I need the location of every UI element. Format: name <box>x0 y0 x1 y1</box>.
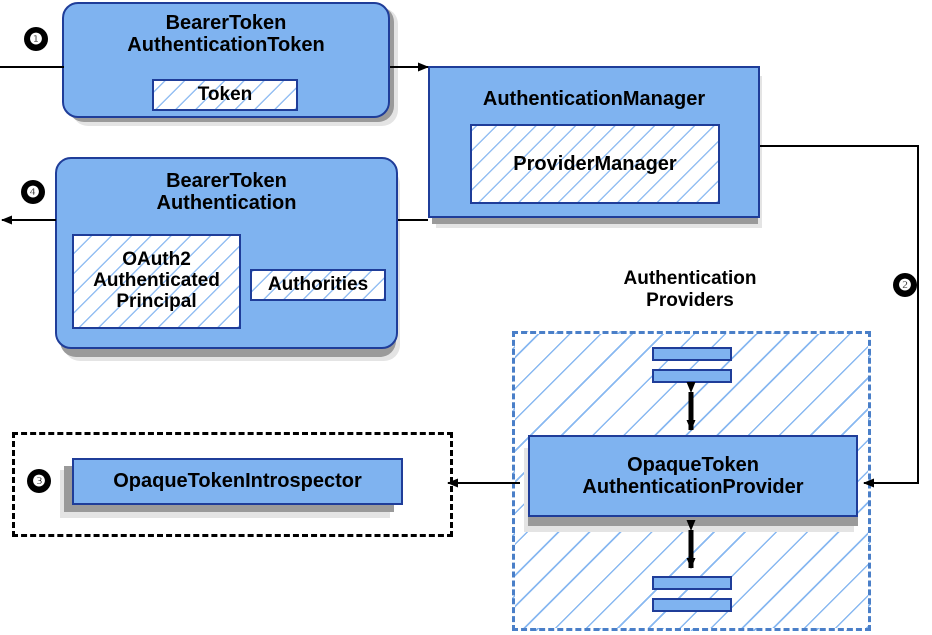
inner-oauth2-authenticated-principal: OAuth2 Authenticated Principal <box>72 234 241 329</box>
node-opaque-token-authentication-provider[interactable]: OpaqueToken AuthenticationProvider <box>528 435 858 517</box>
opaque-token-introspector-title: OpaqueTokenIntrospector <box>113 470 362 493</box>
inner-authorities-label: Authorities <box>267 273 369 295</box>
opaque-token-authentication-provider-line1: OpaqueToken <box>627 453 759 476</box>
inner-provider-manager: ProviderManager <box>470 124 720 204</box>
authentication-manager-title: AuthenticationManager <box>482 88 706 110</box>
step-marker-4: ❹ <box>21 180 45 204</box>
bearer-token-authentication-token-line1: BearerToken <box>165 12 287 34</box>
bearer-token-authentication-line1: BearerToken <box>166 170 287 192</box>
step-marker-2: ❷ <box>893 273 917 297</box>
inner-authorities: Authorities <box>250 269 386 301</box>
inner-principal-line1: OAuth2 <box>122 249 191 271</box>
opaque-token-authentication-provider-line2: AuthenticationProvider <box>582 476 804 498</box>
inner-principal-line3: Principal <box>116 290 197 312</box>
authentication-providers-label-line2: Providers <box>646 289 734 311</box>
inner-token: Token <box>152 79 298 111</box>
inner-provider-manager-label: ProviderManager <box>513 153 677 175</box>
bearer-token-authentication-line2: Authentication <box>156 192 297 215</box>
inner-token-label: Token <box>197 83 253 105</box>
stacked-bars-icon-bottom-a <box>652 576 732 590</box>
bearer-token-authentication-token-line2: AuthenticationToken <box>127 34 325 57</box>
step-marker-1: ❶ <box>24 27 48 51</box>
stacked-bars-icon-top-b <box>652 369 732 383</box>
stacked-bars-icon-top-a <box>652 347 732 361</box>
authentication-providers-label-line1: Authentication <box>623 268 757 289</box>
node-opaque-token-introspector[interactable]: OpaqueTokenIntrospector <box>72 458 403 505</box>
step-marker-3: ❸ <box>27 469 51 493</box>
stacked-bars-icon-bottom-b <box>652 598 732 612</box>
authentication-providers-label: Authentication Providers <box>560 268 820 311</box>
inner-principal-line2: Authenticated <box>93 270 220 292</box>
